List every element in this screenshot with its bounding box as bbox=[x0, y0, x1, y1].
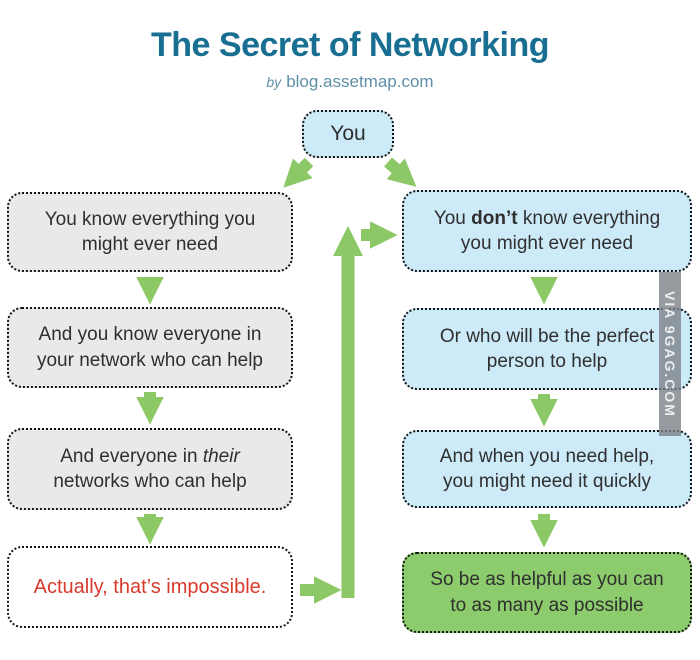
node-dont-know-text: You don’t know everything you might ever… bbox=[434, 206, 660, 257]
node-perfect-person: Or who will be the perfect person to hel… bbox=[402, 308, 692, 390]
node-dont-know-everything: You don’t know everything you might ever… bbox=[402, 190, 692, 272]
text-segment-italic: their bbox=[202, 445, 240, 467]
arrow-you-to-l1 bbox=[283, 157, 314, 188]
node-be-helpful: So be as helpful as you can to as many a… bbox=[402, 552, 692, 633]
node-know-everyone: And you know everyone in your network wh… bbox=[7, 307, 293, 388]
byline-source: blog.assetmap.com bbox=[286, 72, 434, 91]
text-segment: know everything you might ever need bbox=[460, 207, 661, 254]
node-know-everything-text: You know everything you might ever need bbox=[44, 208, 256, 255]
node-be-helpful-text: So be as helpful as you can to as many a… bbox=[430, 569, 664, 616]
node-know-everything: You know everything you might ever need bbox=[7, 192, 293, 272]
node-you: You bbox=[302, 110, 394, 158]
node-impossible-text: Actually, that’s impossible. bbox=[33, 575, 267, 598]
byline-prefix: by bbox=[266, 74, 282, 90]
node-impossible: Actually, that’s impossible. bbox=[7, 546, 293, 628]
node-perfect-person-text: Or who will be the perfect person to hel… bbox=[439, 325, 655, 372]
node-need-it-quickly-text: And when you need help, you might need i… bbox=[439, 445, 655, 492]
watermark-9gag: VIA 9GAG.COM bbox=[659, 272, 681, 436]
node-you-label: You bbox=[330, 121, 366, 145]
text-segment: networks who can help bbox=[53, 471, 247, 492]
node-know-everyone-text: And you know everyone in your network wh… bbox=[36, 324, 263, 371]
node-everyone-in-their-networks: And everyone in their networks who can h… bbox=[7, 428, 293, 510]
text-segment: You bbox=[433, 207, 472, 229]
node-need-it-quickly: And when you need help, you might need i… bbox=[402, 430, 692, 508]
arrow-you-to-r1 bbox=[384, 157, 417, 187]
text-segment: And everyone in bbox=[60, 445, 203, 467]
text-segment-bold: don’t bbox=[471, 207, 518, 229]
page-title: The Secret of Networking bbox=[151, 26, 549, 64]
node-their-networks-text: And everyone in their networks who can h… bbox=[53, 444, 246, 495]
